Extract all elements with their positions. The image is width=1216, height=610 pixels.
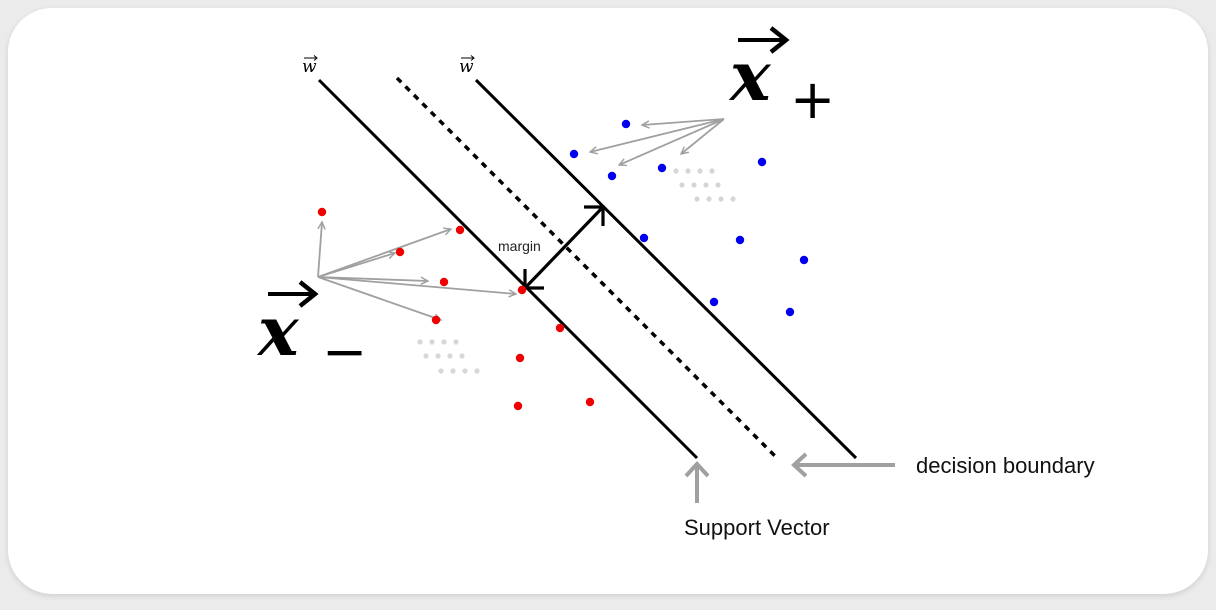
positive-point: [621, 119, 631, 129]
negative-point: [515, 353, 525, 363]
diagram-card: [8, 8, 1208, 594]
vector-arrow: [317, 253, 395, 278]
vector-arrow: [317, 276, 516, 294]
vector-arrow: [317, 276, 441, 320]
decision-boundary-pointer: [791, 452, 895, 478]
positive-points: [569, 119, 809, 317]
vector-arrow: [619, 118, 725, 165]
positive-point: [607, 171, 617, 181]
w-label-right: w: [459, 55, 475, 77]
negative-point: [513, 401, 523, 411]
positive-point: [639, 233, 649, 243]
w-label-left: w: [302, 55, 318, 77]
vector-arrow: [317, 229, 451, 278]
support-vector-pointer: [684, 461, 710, 503]
negative-point: [517, 285, 527, 295]
negative-point: [317, 207, 327, 217]
negative-point: [455, 225, 465, 235]
x-plus-base: x: [728, 37, 772, 117]
positive-point: [785, 307, 795, 317]
x-minus-base: x: [256, 292, 300, 372]
vector-arrow: [590, 118, 725, 152]
negative-point: [439, 277, 449, 287]
negative-points: [317, 207, 595, 411]
vector-arrow-icon: [738, 26, 790, 54]
vector-arrow: [317, 276, 428, 281]
svg-text:w: w: [459, 57, 474, 77]
decision-boundary-line: [395, 76, 779, 460]
x-plus-subscript: +: [790, 68, 835, 131]
vector-arrow: [681, 118, 725, 154]
ellipsis-dots-positive: [673, 168, 736, 202]
positive-point: [657, 163, 667, 173]
support-vector-label: Support Vector: [684, 515, 830, 540]
x-plus-label: x +: [728, 26, 835, 131]
svg-text:w: w: [302, 57, 317, 77]
positive-vectors: [590, 118, 725, 165]
positive-point: [757, 157, 767, 167]
positive-point: [569, 149, 579, 159]
vector-arrow-icon: [268, 280, 319, 308]
support-vector-line-negative: [317, 78, 699, 460]
support-vector-line-positive: [474, 78, 858, 460]
x-minus-label: x −: [256, 280, 367, 383]
vector-arrow-icon: [304, 55, 318, 61]
negative-point: [431, 315, 441, 325]
vector-arrow: [317, 222, 322, 278]
vector-arrow: [642, 118, 725, 125]
negative-point: [395, 247, 405, 257]
positive-point: [799, 255, 809, 265]
negative-point: [585, 397, 595, 407]
vector-arrow-icon: [461, 55, 475, 61]
ellipsis-dots-negative: [417, 339, 480, 374]
positive-point: [709, 297, 719, 307]
positive-point: [735, 235, 745, 245]
negative-point: [555, 323, 565, 333]
decision-boundary-label: decision boundary: [916, 453, 1095, 478]
x-minus-subscript: −: [322, 320, 367, 383]
margin-label: margin: [498, 238, 541, 254]
negative-vectors: [317, 222, 516, 320]
